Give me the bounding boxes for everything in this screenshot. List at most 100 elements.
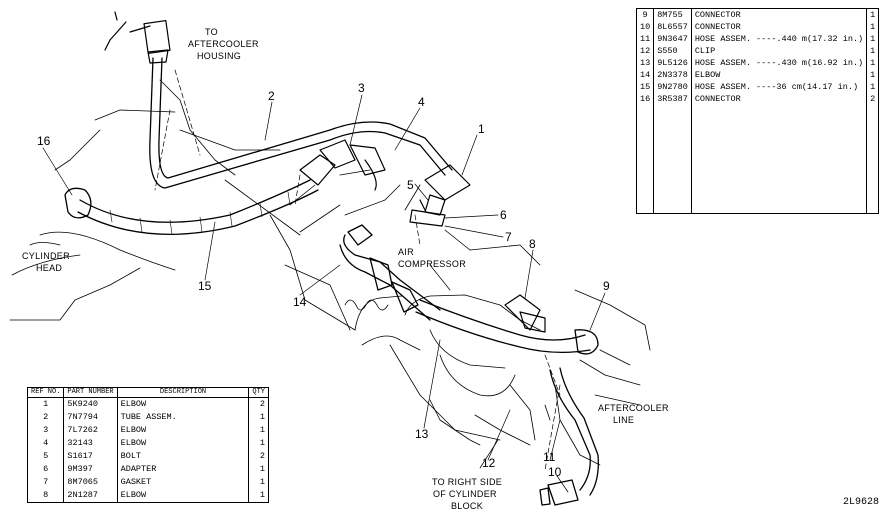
label-cylinder-block-1: TO RIGHT SIDE: [432, 477, 502, 487]
hose-assembly-13: [339, 224, 441, 321]
header-ref: REF NO.: [26, 387, 65, 398]
cell-qty: 1: [866, 8, 880, 21]
cell-part: S1617: [63, 450, 118, 463]
cell-qty: 1: [866, 21, 880, 33]
cell-desc: GASKET: [116, 476, 250, 489]
cell-qty: 2: [248, 397, 269, 411]
cell-desc: ELBOW: [690, 69, 868, 81]
cell-empty: [635, 165, 655, 177]
cell-empty: [653, 117, 692, 129]
label-air-compressor-1: AIR: [398, 247, 414, 257]
label-cylinder-block-2: OF CYLINDER: [433, 489, 497, 499]
top-connector: [104, 11, 171, 64]
dashed-lines: [154, 69, 561, 471]
cell-qty: 1: [248, 476, 269, 489]
cell-empty: [653, 165, 692, 177]
cell-part: 7L7262: [63, 424, 118, 437]
label-aftercooler-line-2: LINE: [613, 415, 634, 425]
header-desc: DESCRIPTION: [116, 387, 250, 398]
cell-desc: CONNECTOR: [690, 93, 868, 105]
cell-ref: 1: [26, 397, 65, 411]
cell-ref: 13: [635, 57, 655, 69]
cell-desc: BOLT: [116, 450, 250, 463]
callout-6: 6: [500, 208, 507, 222]
callout-12: 12: [482, 456, 496, 470]
cell-part: 9L5126: [653, 57, 692, 69]
table-row-empty: [635, 117, 880, 129]
callout-9: 9: [603, 279, 610, 293]
cell-part: 9N3647: [653, 33, 692, 45]
cell-empty: [690, 117, 868, 129]
cell-desc: TUBE ASSEM.: [116, 411, 250, 424]
cell-empty: [653, 129, 692, 141]
cell-ref: 8: [26, 489, 65, 503]
cell-desc: HOSE ASSEM. ----.440 m(17.32 in.): [690, 33, 868, 45]
callout-15: 15: [198, 279, 212, 293]
cell-part: 8L6557: [653, 21, 692, 33]
tube-assembly-2: [149, 57, 453, 189]
cell-empty: [866, 129, 880, 141]
cell-part: 5K9240: [63, 397, 118, 411]
table-row-empty: [635, 165, 880, 177]
callout-11: 11: [543, 450, 556, 464]
cell-part: 32143: [63, 437, 118, 450]
cell-part: 9M397: [63, 463, 118, 476]
cell-ref: 12: [635, 45, 655, 57]
cell-ref: 14: [635, 69, 655, 81]
label-aftercooler-housing-1: TO: [205, 27, 218, 37]
cell-empty: [690, 177, 868, 189]
diagram-labels: TO AFTERCOOLER HOUSING CYLINDER HEAD AIR…: [22, 27, 669, 511]
cell-empty: [690, 141, 868, 153]
cell-qty: 1: [866, 69, 880, 81]
callout-14: 14: [293, 295, 307, 309]
cell-qty: 1: [248, 411, 269, 424]
cell-empty: [635, 141, 655, 153]
cell-empty: [866, 165, 880, 177]
cell-empty: [690, 201, 868, 214]
cell-desc: ELBOW: [116, 437, 250, 450]
cell-qty: 1: [866, 57, 880, 69]
cell-desc: ELBOW: [116, 424, 250, 437]
cell-empty: [690, 165, 868, 177]
cell-qty: 1: [866, 81, 880, 93]
label-aftercooler-housing-2: AFTERCOOLER: [188, 39, 259, 49]
cell-empty: [866, 105, 880, 117]
cell-part: 7N7794: [63, 411, 118, 424]
cell-desc: HOSE ASSEM. ----36 cm(14.17 in.): [690, 81, 868, 93]
cell-empty: [690, 189, 868, 201]
callout-numbers: 1 2 3 4 5 6 7 8 9 10 11 12 13 14 15 16: [37, 81, 610, 479]
cell-qty: 1: [248, 463, 269, 476]
cell-ref: 3: [26, 424, 65, 437]
cell-ref: 9: [635, 8, 655, 21]
header-part: PART NUMBER: [63, 387, 118, 398]
cell-desc: ELBOW: [116, 397, 250, 411]
cell-empty: [653, 189, 692, 201]
cell-empty: [653, 105, 692, 117]
table-row-empty: [635, 201, 880, 214]
cell-part: 8M755: [653, 8, 692, 21]
parts-table-header: REF NO. PART NUMBER DESCRIPTION QTY: [26, 387, 269, 398]
table-row-empty: [635, 129, 880, 141]
leader-lines: [29, 94, 606, 493]
cell-qty: 1: [248, 437, 269, 450]
cell-empty: [635, 153, 655, 165]
callout-7: 7: [505, 230, 512, 244]
cell-empty: [866, 141, 880, 153]
cell-empty: [653, 153, 692, 165]
hose-assembly-15: [64, 179, 319, 235]
table-row-empty: [635, 105, 880, 117]
cell-empty: [635, 201, 655, 214]
hose-to-connector-9: [415, 299, 599, 355]
cell-ref: 5: [26, 450, 65, 463]
cell-empty: [690, 105, 868, 117]
